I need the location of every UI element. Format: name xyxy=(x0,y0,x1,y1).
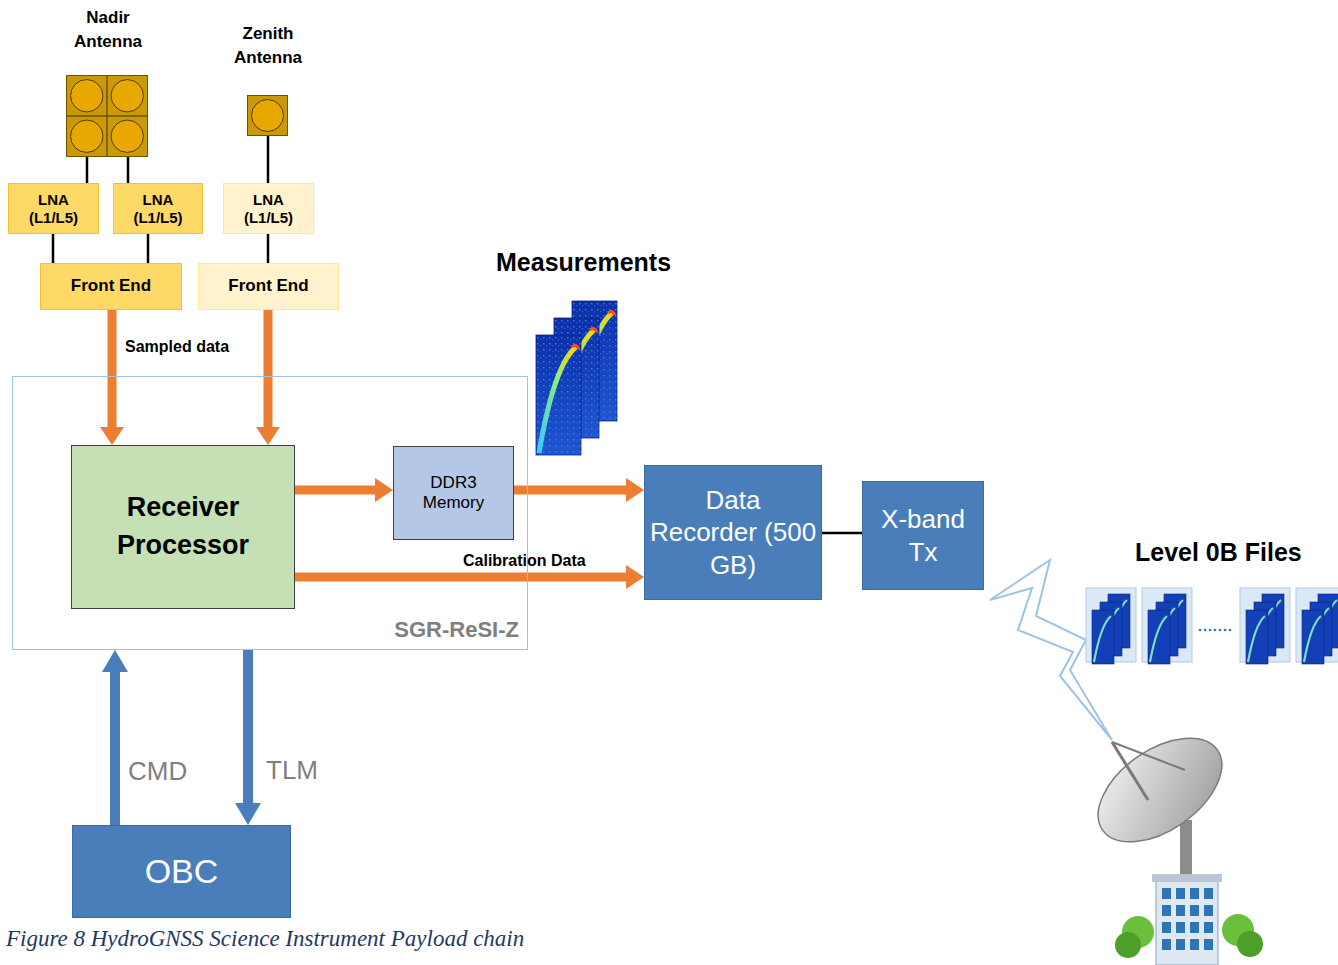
group-label: SGR-ReSI-Z xyxy=(394,617,519,643)
box-label: OBC xyxy=(145,851,219,892)
link-line xyxy=(268,136,269,183)
process-box: Front End xyxy=(198,263,339,310)
flow-arrow xyxy=(295,478,393,502)
measurement-stack xyxy=(536,301,617,455)
flow-arrow xyxy=(235,650,261,825)
box-label: Front End xyxy=(71,276,151,296)
section-label: Measurements xyxy=(496,248,671,277)
edge-label: CMD xyxy=(128,756,187,787)
process-box: Front End xyxy=(40,263,182,310)
antenna-heading: Zenith Antenna xyxy=(223,22,313,70)
box-label: LNA (L1/L5) xyxy=(118,191,198,227)
box-label: LNA (L1/L5) xyxy=(13,191,94,227)
level0b-file-icons xyxy=(1086,588,1338,664)
box-label: Data Recorder (500 GB) xyxy=(649,484,817,582)
link-line xyxy=(53,234,54,263)
process-box: DDR3 Memory xyxy=(393,446,514,540)
figure-caption: Figure 8 HydroGNSS Science Instrument Pa… xyxy=(6,926,524,952)
antenna: Nadir Antenna xyxy=(58,6,158,156)
box-label: Receiver Processor xyxy=(76,489,290,565)
link-line xyxy=(268,234,269,263)
box-label: DDR3 Memory xyxy=(398,473,509,514)
box-label: X-band Tx xyxy=(867,503,979,568)
link-line xyxy=(822,533,862,534)
process-box: OBC xyxy=(72,825,291,918)
process-box: LNA (L1/L5) xyxy=(8,183,99,234)
antenna-patch xyxy=(66,75,148,157)
antenna: Zenith Antenna xyxy=(223,22,313,136)
ground-station xyxy=(1080,717,1263,965)
process-box: X-band Tx xyxy=(862,481,984,590)
edge-label: TLM xyxy=(266,755,318,786)
flow-arrow xyxy=(256,310,280,445)
antenna-heading: Nadir Antenna xyxy=(58,6,158,54)
flow-arrow xyxy=(100,310,124,445)
link-line xyxy=(128,156,129,183)
ellipsis-dots xyxy=(1199,629,1232,632)
edge-label: Sampled data xyxy=(125,338,229,356)
process-box: LNA (L1/L5) xyxy=(223,183,314,234)
link-line xyxy=(148,234,149,263)
box-label: Front End xyxy=(228,276,308,296)
edge-label: Calibration Data xyxy=(463,552,586,570)
instrument-group: SGR-ReSI-Z Receiver Processor DDR3 Memory xyxy=(12,376,528,650)
process-box: Data Recorder (500 GB) xyxy=(644,465,822,600)
link-line xyxy=(87,156,88,183)
flow-arrow xyxy=(514,478,644,502)
flow-arrow xyxy=(102,650,128,825)
process-box: Receiver Processor xyxy=(71,445,295,609)
box-label: LNA (L1/L5) xyxy=(228,191,309,227)
antenna-patch xyxy=(247,95,288,136)
process-box: LNA (L1/L5) xyxy=(113,183,203,234)
section-label: Level 0B Files xyxy=(1135,538,1302,567)
